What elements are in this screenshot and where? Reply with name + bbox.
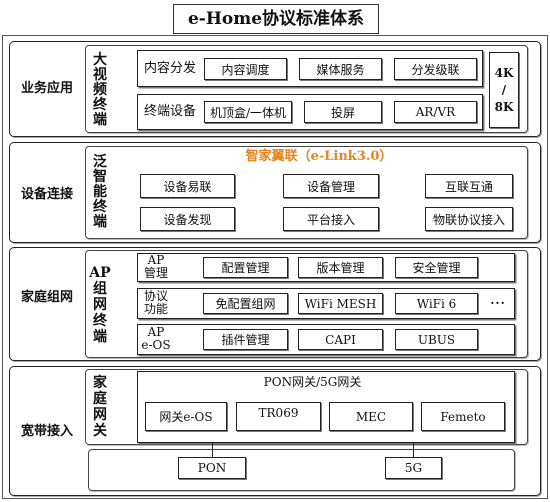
module-box: WiFi 6 <box>395 293 478 314</box>
layer-label-business: 业务应用 <box>20 81 73 96</box>
module-box: UBUS <box>395 329 478 350</box>
group-label-line: e-OS <box>141 338 171 352</box>
terminal-label-video: 大视频终端 <box>93 52 107 128</box>
resolution-tag-line: / <box>501 82 507 97</box>
terminal-label-gateway: 家庭网关 <box>93 375 107 439</box>
module-box: 媒体服务 <box>299 58 382 80</box>
layer-label-broadband: 宽带接入 <box>20 424 73 439</box>
resolution-tag-line: 8K <box>494 99 514 114</box>
group-label-line: AP <box>147 325 165 339</box>
module-box: TR069 <box>236 402 321 431</box>
layer-panel-networking <box>85 250 528 358</box>
elink-heading: 智家翼联（e-Link3.0） <box>245 149 393 164</box>
layer-label-device: 设备连接 <box>20 187 73 202</box>
module-box: 互联互通 <box>425 174 513 198</box>
diagram-frame <box>2 35 548 499</box>
module-box: 内容调度 <box>204 58 287 80</box>
more-ellipsis: ··· <box>490 296 506 310</box>
layer-panel-business <box>85 45 528 133</box>
layer-panel-device <box>85 146 528 239</box>
terminal-label-ap: AP组网终端 <box>89 265 111 345</box>
group-label: AP 管理 <box>140 254 172 280</box>
access-pon-box: PON <box>178 457 246 479</box>
module-box: 分发级联 <box>394 58 477 80</box>
connector-line-5g <box>413 443 414 457</box>
module-box: Femeto <box>421 402 505 431</box>
module-box: 平台接入 <box>283 207 379 231</box>
module-box: 配置管理 <box>203 257 288 278</box>
module-box: 免配置组网 <box>203 293 288 314</box>
layer-label-networking: 家庭组网 <box>20 290 73 305</box>
group-label-line: 协议 <box>143 289 168 303</box>
group-label: 协议 功能 <box>140 290 172 316</box>
layer-panel-broadband <box>85 369 528 445</box>
module-box: 设备发现 <box>140 207 235 231</box>
module-box: 设备管理 <box>283 174 379 198</box>
module-box: 投屏 <box>304 101 382 123</box>
module-box: 版本管理 <box>298 257 383 278</box>
module-box: 机顶盒/一体机 <box>204 101 292 123</box>
module-box: 插件管理 <box>203 329 288 350</box>
resolution-tag-line: 4K <box>494 65 514 80</box>
group-label: 内容分发 <box>143 61 196 76</box>
connector-line-pon <box>212 443 213 457</box>
module-box: 物联协议接入 <box>425 207 513 231</box>
group-label: 终端设备 <box>143 104 196 119</box>
module-box: 安全管理 <box>395 257 478 278</box>
terminal-label-smart: 泛智能终端 <box>93 154 107 230</box>
access-panel <box>88 449 515 491</box>
module-box: AR/VR <box>394 101 477 123</box>
module-box: WiFi MESH <box>298 293 383 314</box>
module-box: MEC <box>329 402 413 431</box>
group-label-line: 功能 <box>143 302 168 316</box>
module-box: 设备易联 <box>140 174 235 198</box>
diagram-title: e-Home协议标准体系 <box>173 4 379 34</box>
module-box: 网关e-OS <box>145 402 227 431</box>
resolution-tag: 4K / 8K <box>489 52 519 128</box>
group-label-line: AP <box>147 253 165 267</box>
group-label-line: 管理 <box>143 266 168 280</box>
module-box: CAPI <box>298 329 383 350</box>
access-5g-box: 5G <box>385 457 442 479</box>
gateway-heading: PON网关/5G网关 <box>263 375 362 389</box>
group-label: AP e-OS <box>140 326 172 352</box>
